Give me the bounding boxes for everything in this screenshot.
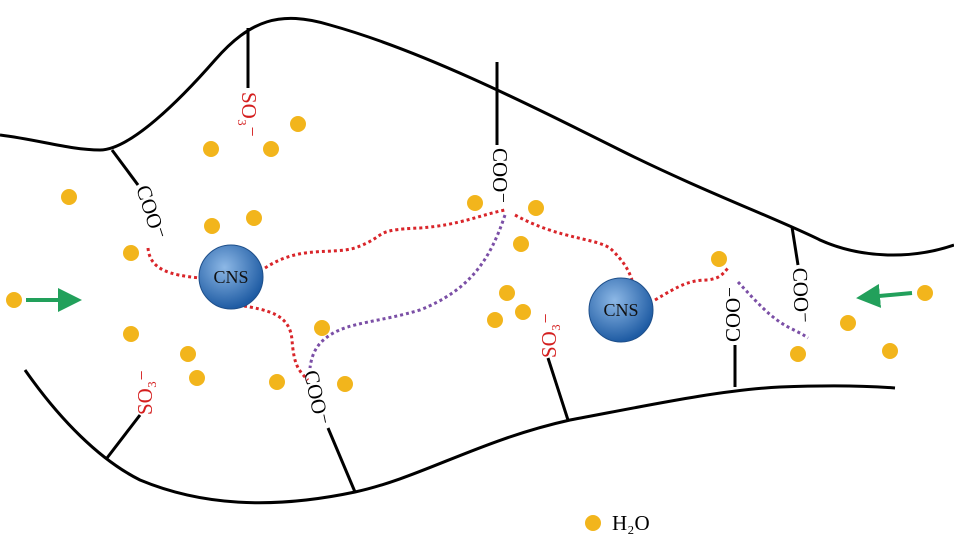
water-dot	[711, 251, 727, 267]
water-dot	[528, 200, 544, 216]
coo-label-3: COO⁻	[299, 368, 334, 427]
legend-water-icon	[585, 515, 601, 531]
cns-left-sphere	[198, 244, 264, 310]
water-dot	[246, 210, 262, 226]
water-dot	[61, 189, 77, 205]
upper-chain	[0, 17, 954, 257]
stem-coo-5	[790, 226, 800, 266]
water-dot	[263, 141, 279, 157]
water-dot	[290, 116, 306, 132]
water-dot	[203, 141, 219, 157]
red-link-cns2-coo4	[654, 267, 730, 302]
red-link-coo2-cns2	[514, 213, 634, 281]
water-molecules	[6, 116, 933, 392]
stem-coo-3	[326, 427, 357, 493]
water-dot	[123, 326, 139, 342]
water-dot	[840, 315, 856, 331]
cns-right-label: CNS	[603, 300, 638, 320]
coo-label-1: COO⁻	[131, 182, 171, 242]
so3-label-mid: SO₃⁻	[537, 313, 561, 358]
arrow-left-icon	[856, 283, 913, 308]
water-dot	[180, 346, 196, 362]
cns-right-node: CNS	[588, 277, 654, 343]
cns-left-label: CNS	[213, 267, 248, 287]
lower-chain	[23, 369, 896, 505]
water-dot	[337, 376, 353, 392]
stem-coo-1	[110, 149, 140, 186]
so3-label-bottom: SO₃⁻	[133, 370, 157, 415]
water-dot	[467, 195, 483, 211]
water-dot	[189, 370, 205, 386]
stem-so3-mid	[546, 357, 570, 421]
water-dot	[314, 320, 330, 336]
water-dot	[269, 374, 285, 390]
legend-water-label: H₂O	[612, 511, 650, 535]
water-dot	[204, 218, 220, 234]
cns-right-sphere	[588, 277, 654, 343]
coo-label-2: COO⁻	[488, 148, 512, 203]
water-dot	[6, 292, 22, 308]
water-dot	[790, 346, 806, 362]
legend: H₂O	[585, 511, 650, 535]
red-link-cns-coo3	[237, 303, 310, 382]
water-dot	[882, 343, 898, 359]
stem-so3-bottom	[105, 414, 142, 459]
water-dot	[515, 304, 531, 320]
red-link-coo1-cns	[146, 247, 201, 280]
water-dot	[917, 285, 933, 301]
purple-link-coo4-coo5	[736, 280, 809, 340]
coo-label-4: COO⁻	[721, 287, 745, 342]
water-dot	[123, 245, 139, 261]
purple-link-coo2-coo3	[308, 214, 507, 369]
water-dot	[499, 285, 515, 301]
cns-left-node: CNS	[198, 244, 264, 310]
red-link-cns-coo2	[264, 208, 506, 270]
water-dot	[513, 236, 529, 252]
coo-label-5: COO⁻	[788, 267, 814, 323]
so3-label-top: SO₃⁻	[237, 92, 261, 137]
water-dot	[487, 312, 503, 328]
